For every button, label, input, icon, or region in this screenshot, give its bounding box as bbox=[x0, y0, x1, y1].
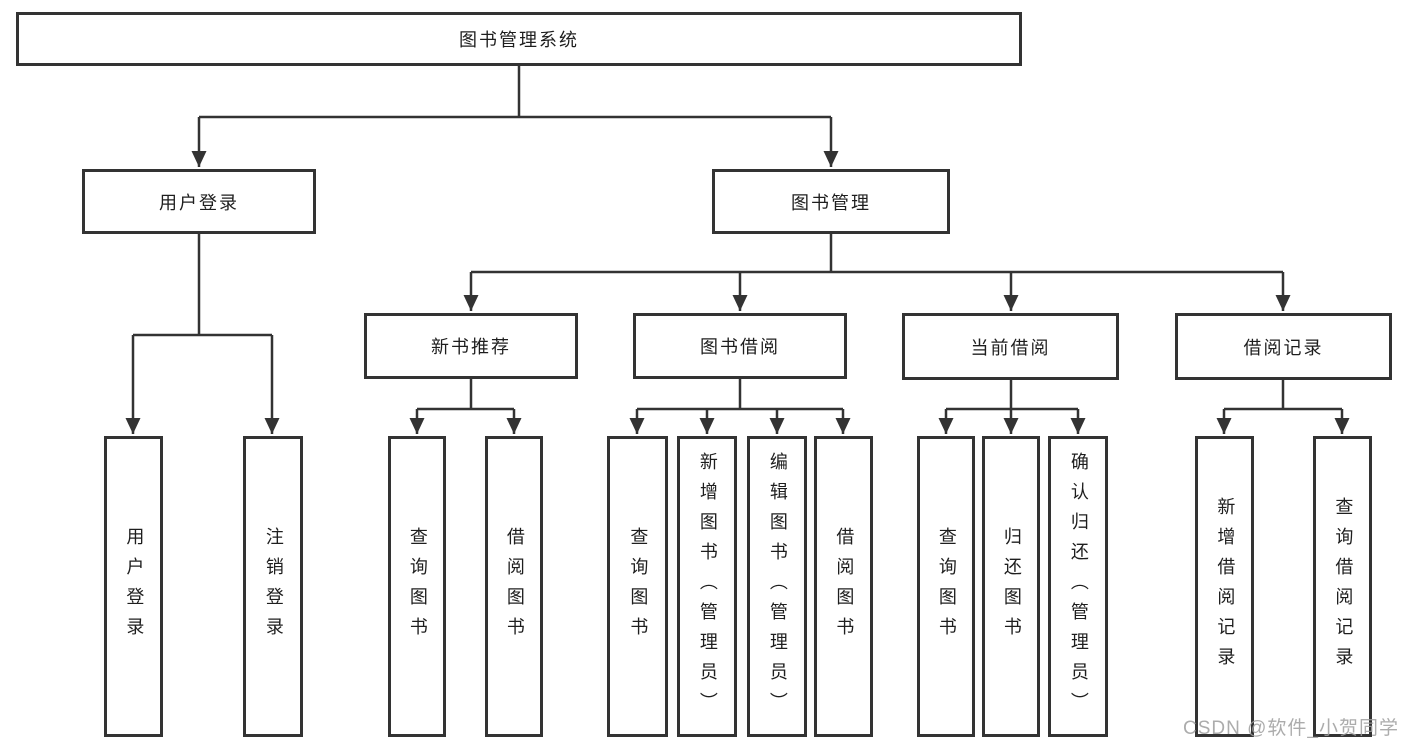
node-user-login: 用户登录 bbox=[82, 169, 316, 234]
leaf-current-confirm-return-admin: 确认归还（管理员） bbox=[1048, 436, 1108, 737]
leaf-borrow-edit-books-admin: 编辑图书（管理员） bbox=[747, 436, 807, 737]
leaf-records-query-record: 查询借阅记录 bbox=[1313, 436, 1372, 737]
leaf-borrow-borrow-books: 借阅图书 bbox=[814, 436, 873, 737]
leaf-recommend-borrow-books: 借阅图书 bbox=[485, 436, 543, 737]
leaf-borrow-query-books: 查询图书 bbox=[607, 436, 668, 737]
node-borrow-records: 借阅记录 bbox=[1175, 313, 1392, 380]
node-book-borrow: 图书借阅 bbox=[633, 313, 847, 379]
leaf-borrow-add-books-admin: 新增图书（管理员） bbox=[677, 436, 737, 737]
leaf-current-query-books: 查询图书 bbox=[917, 436, 975, 737]
node-book-management: 图书管理 bbox=[712, 169, 950, 234]
node-current-borrow: 当前借阅 bbox=[902, 313, 1119, 380]
csdn-watermark: CSDN @软件_小贺同学 bbox=[1183, 718, 1399, 739]
leaf-records-add-record: 新增借阅记录 bbox=[1195, 436, 1254, 737]
node-library-management-system: 图书管理系统 bbox=[16, 12, 1022, 66]
node-new-book-recommend: 新书推荐 bbox=[364, 313, 578, 379]
leaf-current-return-books: 归还图书 bbox=[982, 436, 1040, 737]
leaf-user-login: 用户登录 bbox=[104, 436, 163, 737]
leaf-recommend-query-books: 查询图书 bbox=[388, 436, 446, 737]
leaf-logout: 注销登录 bbox=[243, 436, 303, 737]
